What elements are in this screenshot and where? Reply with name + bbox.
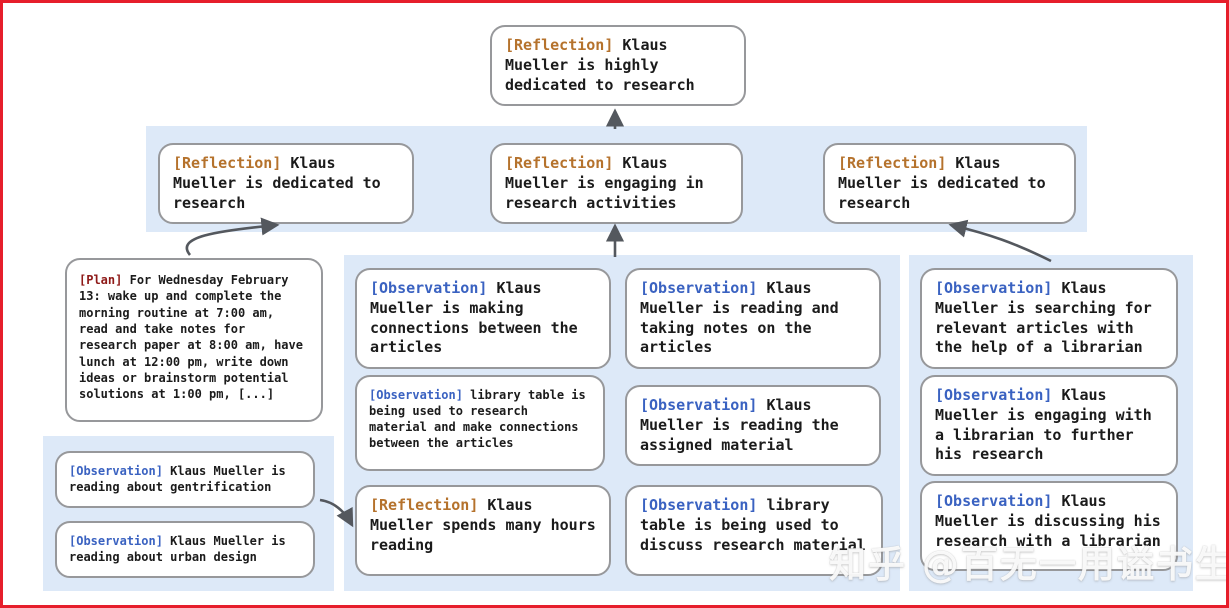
- node-text: Klaus Mueller spends many hours reading: [370, 496, 596, 554]
- node-observation-assigned-material: [Observation] Klaus Mueller is reading t…: [625, 385, 881, 467]
- node-text: Klaus Mueller is reading and taking note…: [640, 279, 839, 357]
- node-observation-urban-design: [Observation] Klaus Mueller is reading a…: [55, 521, 315, 578]
- node-reflection-row2-center: [Reflection] Klaus Mueller is engaging i…: [490, 143, 743, 225]
- reflection-tag-label: [Reflection]: [505, 36, 614, 54]
- node-text: Klaus Mueller is reading about gentrific…: [69, 464, 286, 495]
- observation-tag-label: [Observation]: [935, 279, 1053, 297]
- observation-tag-label: [Observation]: [370, 279, 488, 297]
- node-observation-library-table-discuss: [Observation] library table is being use…: [625, 485, 883, 576]
- node-text: Klaus Mueller is searching for relevant …: [935, 279, 1152, 357]
- observation-tag-label: [Observation]: [640, 396, 758, 414]
- observation-tag-label: [Observation]: [640, 279, 758, 297]
- observation-tag-label: [Observation]: [935, 492, 1053, 510]
- node-observation-gentrification: [Observation] Klaus Mueller is reading a…: [55, 451, 315, 508]
- node-text: Klaus Mueller is engaging in research ac…: [505, 154, 704, 212]
- reflection-tag-label: [Reflection]: [173, 154, 282, 172]
- observation-tag-label: [Observation]: [935, 386, 1053, 404]
- node-observation-engaging-librarian: [Observation] Klaus Mueller is engaging …: [920, 375, 1178, 477]
- node-text: library table is being used to discuss r…: [640, 496, 866, 554]
- observation-tag-label: [Observation]: [69, 464, 163, 478]
- observation-tag-label: [Observation]: [369, 388, 463, 402]
- reflection-tag-label: [Reflection]: [505, 154, 614, 172]
- reflection-tag-label: [Reflection]: [370, 496, 479, 514]
- observation-tag-label: [Observation]: [640, 496, 758, 514]
- node-observation-library-table-research: [Observation] library table is being use…: [355, 375, 605, 471]
- node-reflection-row2-left: [Reflection] Klaus Mueller is dedicated …: [158, 143, 414, 225]
- zhihu-watermark: 知乎 @百无一用谥书生: [829, 543, 1229, 586]
- node-observation-taking-notes: [Observation] Klaus Mueller is reading a…: [625, 268, 881, 370]
- node-text: Klaus Mueller is reading about urban des…: [69, 534, 286, 565]
- node-text: Klaus Mueller is making connections betw…: [370, 279, 578, 357]
- node-observation-discussing-librarian: [Observation] Klaus Mueller is discussin…: [920, 481, 1178, 571]
- reflection-tag-label: [Reflection]: [838, 154, 947, 172]
- node-text: For Wednesday February 13: wake up and c…: [79, 273, 303, 402]
- node-text: Klaus Mueller is discussing his research…: [935, 492, 1161, 550]
- node-reflection-hours-reading: [Reflection] Klaus Mueller spends many h…: [355, 485, 611, 576]
- node-text: library table is being used to research …: [369, 388, 586, 451]
- node-observation-searching-articles: [Observation] Klaus Mueller is searching…: [920, 268, 1178, 370]
- node-text: Klaus Mueller is engaging with a librari…: [935, 386, 1152, 464]
- node-text: Klaus Mueller is highly dedicated to res…: [505, 36, 695, 94]
- node-reflection-row2-right: [Reflection] Klaus Mueller is dedicated …: [823, 143, 1076, 225]
- node-text: Klaus Mueller is dedicated to research: [173, 154, 381, 212]
- observation-tag-label: [Observation]: [69, 534, 163, 548]
- node-plan: [Plan] For Wednesday February 13: wake u…: [65, 258, 323, 422]
- node-observation-making-connections: [Observation] Klaus Mueller is making co…: [355, 268, 611, 370]
- node-text: Klaus Mueller is dedicated to research: [838, 154, 1046, 212]
- plan-tag-label: [Plan]: [79, 273, 123, 287]
- node-reflection-top: [Reflection] Klaus Mueller is highly ded…: [490, 25, 746, 107]
- node-text: Klaus Mueller is reading the assigned ma…: [640, 396, 839, 454]
